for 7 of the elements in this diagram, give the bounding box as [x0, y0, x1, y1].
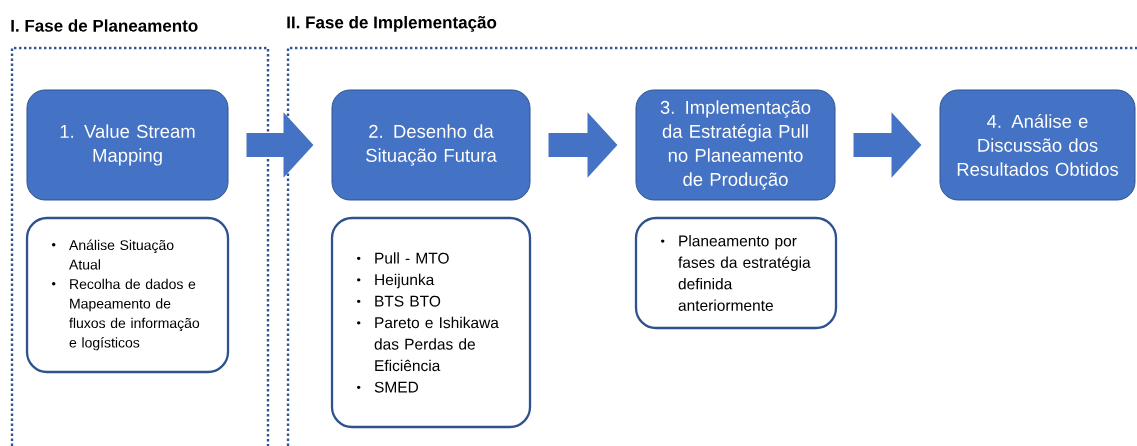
step-box: 2. Desenho da Situação Futura — [331, 89, 531, 201]
bullet-list-box: Planeamento por fases da estratégia definida anteriormente — [634, 216, 838, 330]
bullet-list-box: Pull - MTO Heijunka BTS BTO Pareto e Ishikawa das Perdas de Eficiência SMED — [330, 216, 532, 429]
step-box: 4. Análise e Discussão dos Resultados Obtidos — [939, 89, 1136, 201]
bullet-list-box: Análise Situação Atual Recolha de dados e Mapeamento de fluxos de informação e logísticos — [25, 216, 230, 374]
step-box: 1. Value Stream Mapping — [26, 89, 229, 201]
step-box: 3. Implementação da Estratégia Pull no Planeamento de Produção — [635, 89, 836, 201]
